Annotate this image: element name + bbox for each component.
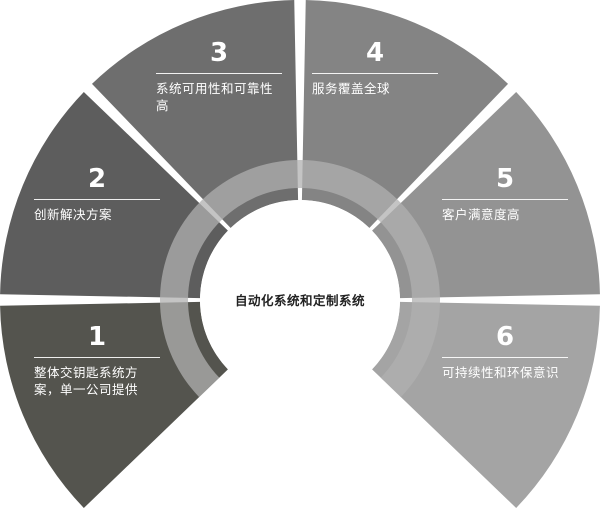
center-circle [200,200,400,400]
segment-number: 5 [442,164,568,200]
segment-text: 可持续性和环保意识 [442,365,560,380]
segment-number: 3 [156,38,282,74]
inner-ring-band [160,160,441,398]
segment-number: 6 [442,322,568,358]
segment-text: 整体交钥匙系统方案，单一公司提供 [34,365,139,397]
segment-1-label: 1 整体交钥匙系统方案，单一公司提供 [34,322,160,398]
center-title: 自动化系统和定制系统 [234,293,365,308]
segment-text: 客户满意度高 [442,207,521,222]
inner-ring [160,160,441,398]
segment-text: 服务覆盖全球 [312,81,391,96]
segment-text: 创新解决方案 [34,207,113,222]
segment-6-label: 6 可持续性和环保意识 [442,322,568,381]
segment-number: 1 [34,322,160,358]
segment-3-label: 3 系统可用性和可靠性高 [156,38,282,114]
segment-4-label: 4 服务覆盖全球 [312,38,438,97]
segment-number: 2 [34,164,160,200]
segment-text: 系统可用性和可靠性高 [156,81,274,113]
segment-2-label: 2 创新解决方案 [34,164,160,223]
segment-5-label: 5 客户满意度高 [442,164,568,223]
segment-number: 4 [312,38,438,74]
